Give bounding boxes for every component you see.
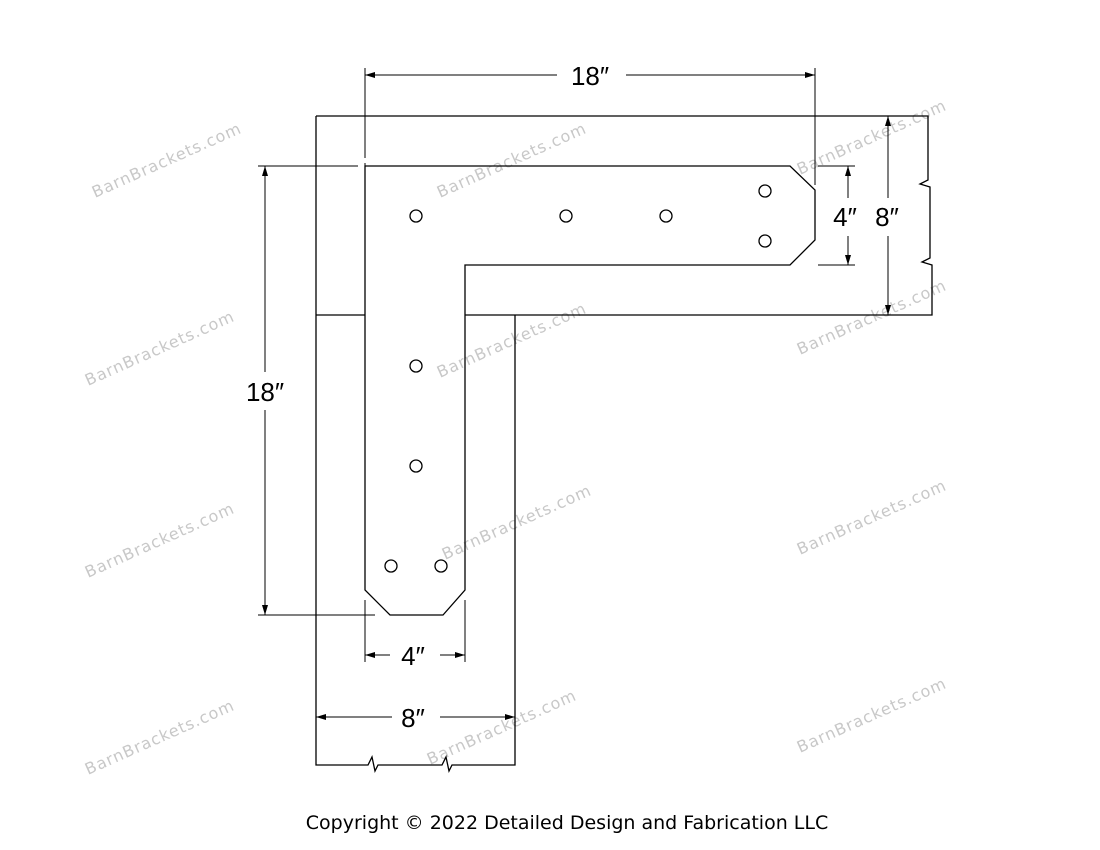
dimension-label: 18″	[246, 377, 284, 407]
timber-outline	[315, 115, 933, 773]
watermark: BarnBrackets.com	[794, 673, 950, 756]
bolt-hole	[758, 184, 772, 198]
dimension-right-4: 4″	[818, 165, 857, 266]
watermark: BarnBrackets.com	[424, 685, 580, 768]
bolt-hole	[659, 209, 673, 223]
dimension-left: 18″	[246, 165, 375, 616]
bolt-hole	[434, 559, 448, 573]
copyright-notice: Copyright © 2022 Detailed Design and Fab…	[306, 812, 828, 834]
bolt-hole	[559, 209, 573, 223]
dimension-label: 8″	[875, 202, 899, 232]
watermark: BarnBrackets.com	[434, 118, 590, 201]
watermark: BarnBrackets.com	[794, 275, 950, 358]
watermark: BarnBrackets.com	[82, 695, 238, 778]
dimension-right-8: 8″	[875, 116, 899, 315]
bolt-hole	[409, 359, 423, 373]
bolt-hole	[758, 234, 772, 248]
watermarks: BarnBrackets.com BarnBrackets.com BarnBr…	[82, 95, 950, 778]
bolt-holes	[384, 184, 772, 573]
dimension-bottom-8: 8″	[316, 703, 515, 733]
watermark: BarnBrackets.com	[794, 95, 950, 178]
dimension-top: 18″	[364, 61, 816, 185]
dimension-label: 8″	[401, 703, 425, 733]
bolt-hole	[409, 459, 423, 473]
bolt-hole	[384, 559, 398, 573]
watermark: BarnBrackets.com	[434, 298, 590, 381]
dimension-label: 4″	[401, 641, 425, 671]
watermark: BarnBrackets.com	[89, 118, 245, 201]
bracket-plate	[364, 165, 816, 616]
dimension-label: 4″	[833, 202, 857, 232]
watermark: BarnBrackets.com	[82, 498, 238, 581]
watermark: BarnBrackets.com	[439, 480, 595, 563]
dimension-label: 18″	[571, 61, 609, 91]
bolt-hole	[409, 209, 423, 223]
dimension-bottom-4: 4″	[364, 600, 466, 671]
watermark: BarnBrackets.com	[794, 475, 950, 558]
watermark: BarnBrackets.com	[82, 306, 238, 389]
